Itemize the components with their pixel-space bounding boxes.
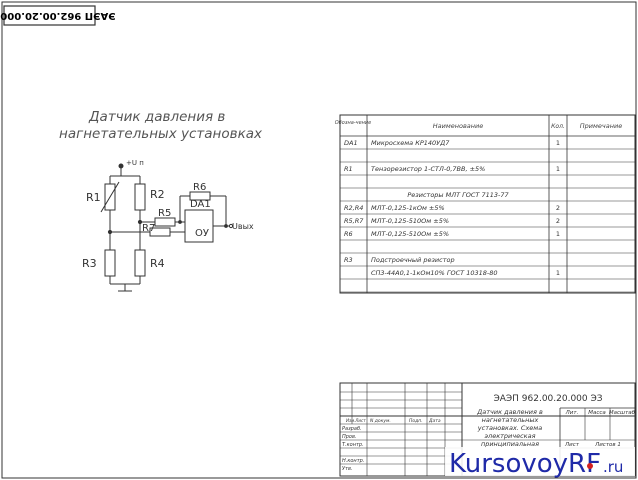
cell-name: Тензорезистор 1-СТЛ-0,7ВВ, ±5% — [371, 165, 485, 173]
table-row: R5,R7 МЛТ-0,125-510Ом ±5% 2 — [340, 217, 635, 228]
cell-ref: DA1 — [344, 139, 358, 147]
doc-title-line1: Датчик давления в — [476, 408, 543, 416]
watermark-accent-dot — [587, 463, 593, 469]
table-row: R1 Тензорезистор 1-СТЛ-0,7ВВ, ±5% 1 — [340, 165, 635, 176]
table-row: R3 Подстроечный резистор — [340, 256, 635, 267]
cell-qty: 1 — [556, 165, 560, 173]
col-lit: Лит. — [565, 410, 579, 416]
label-r5: R5 — [158, 208, 171, 219]
cell-name: МЛТ-0,125-1кОм ±5% — [371, 204, 445, 212]
label-r2: R2 — [150, 188, 165, 201]
cell-qty: 1 — [556, 139, 560, 147]
cell-name: МЛТ-0,125-510Ом ±5% — [371, 230, 449, 238]
table-row: СП3-44А0,1-1кОм10% ГОСТ 10318-80 1 — [340, 269, 635, 280]
watermark-suffix: .ru — [603, 458, 623, 476]
col-scale: Масштаб — [609, 410, 636, 416]
cell-ref: R5,R7 — [344, 217, 364, 225]
header-qty: Кол. — [551, 123, 565, 130]
cell-qty: 1 — [556, 269, 560, 277]
doc-title-line4: электрическая — [484, 432, 535, 440]
rotated-stamp: ЭАЭП 962.00.20.000 ЭЗ — [0, 5, 116, 26]
role-dev: Разраб. — [342, 426, 362, 432]
header-name: Наименование — [433, 122, 484, 130]
output-label: Uвых — [232, 222, 254, 231]
table-row: DA1 Микросхема КР140УД7 1 — [340, 139, 635, 150]
cell-name: МЛТ-0,125-510Ом ±5% — [371, 217, 449, 225]
cell-name: Резисторы МЛТ ГОСТ 7113-77 — [407, 191, 509, 199]
role-ncontrol: Н.контр. — [342, 458, 364, 464]
watermark: KursovoyRF .ru — [445, 447, 635, 479]
table-row: Резисторы МЛТ ГОСТ 7113-77 — [340, 191, 635, 202]
sheet-label: Лист — [564, 442, 580, 448]
table-row: R2,R4 МЛТ-0,125-1кОм ±5% 2 — [340, 204, 635, 215]
cell-name: Подстроечный резистор — [371, 256, 455, 264]
doc-title-line5: принципиальная — [481, 440, 539, 448]
rev-header-sheet: Изм.Лист — [346, 418, 366, 423]
watermark-text: KursovoyRF — [449, 449, 601, 479]
role-approve: Утв. — [342, 466, 353, 472]
label-r1: R1 — [86, 191, 101, 204]
cell-name: СП3-44А0,1-1кОм10% ГОСТ 10318-80 — [371, 269, 498, 277]
cell-ref: R6 — [344, 230, 353, 238]
cell-qty: 2 — [556, 204, 560, 212]
doc-title-line2: нагнетательных — [482, 416, 539, 424]
cell-ref: R2,R4 — [344, 204, 363, 212]
diagram-title-line2: нагнетательных установках — [59, 126, 263, 142]
opamp-label: ОУ — [195, 228, 209, 239]
rev-header-sign: Подп. — [409, 418, 423, 424]
doc-title-line3: установках. Схема — [477, 424, 542, 432]
supply-label: +U п — [126, 159, 144, 167]
label-r4: R4 — [150, 257, 165, 270]
title-block-text: ЭАЭП 962.00.20.000 ЭЗ Датчик давления в … — [342, 394, 636, 472]
output-terminal — [228, 223, 234, 229]
schematic-labels: +U п R1 R2 R5 R6 R7 R3 R4 DA1 ОУ Uвых — [82, 159, 254, 270]
cell-qty: 2 — [556, 217, 560, 225]
sheets-label: Листов 1 — [594, 442, 621, 448]
role-tcontrol: Т.контр. — [342, 442, 364, 448]
label-r7: R7 — [142, 223, 155, 234]
cell-qty: 1 — [556, 230, 560, 238]
rev-header-doc: N докум. — [370, 418, 391, 424]
cell-ref: R1 — [344, 165, 353, 173]
parts-list-header: Обозна-чение Наименование Кол. Примечани… — [335, 120, 622, 130]
resistor-r4 — [134, 249, 146, 277]
table-row: R6 МЛТ-0,125-510Ом ±5% 1 — [340, 230, 635, 241]
label-r6: R6 — [193, 182, 206, 193]
header-note: Примечание — [580, 122, 622, 130]
resistor-r5 — [154, 217, 176, 227]
title-code: ЭАЭП 962.00.20.000 ЭЗ — [493, 394, 602, 404]
rev-header-date: Дата — [428, 418, 441, 424]
col-mass: Масса — [588, 410, 606, 416]
header-ref: Обозна-чение — [335, 120, 372, 126]
label-da1: DA1 — [190, 199, 211, 210]
resistor-r3 — [104, 249, 116, 277]
resistor-r1-variable-mark — [100, 181, 120, 213]
cell-name: Микросхема КР140УД7 — [371, 139, 450, 147]
circuit-schematic — [100, 163, 234, 292]
diagram-title-line1: Датчик давления в — [88, 109, 225, 125]
cell-ref: R3 — [344, 256, 353, 264]
resistor-r2 — [134, 183, 146, 211]
role-check: Пров. — [342, 434, 357, 440]
label-r3: R3 — [82, 257, 97, 270]
stamp-code-rotated: ЭАЭП 962.00.20.000 ЭЗ — [0, 10, 116, 21]
